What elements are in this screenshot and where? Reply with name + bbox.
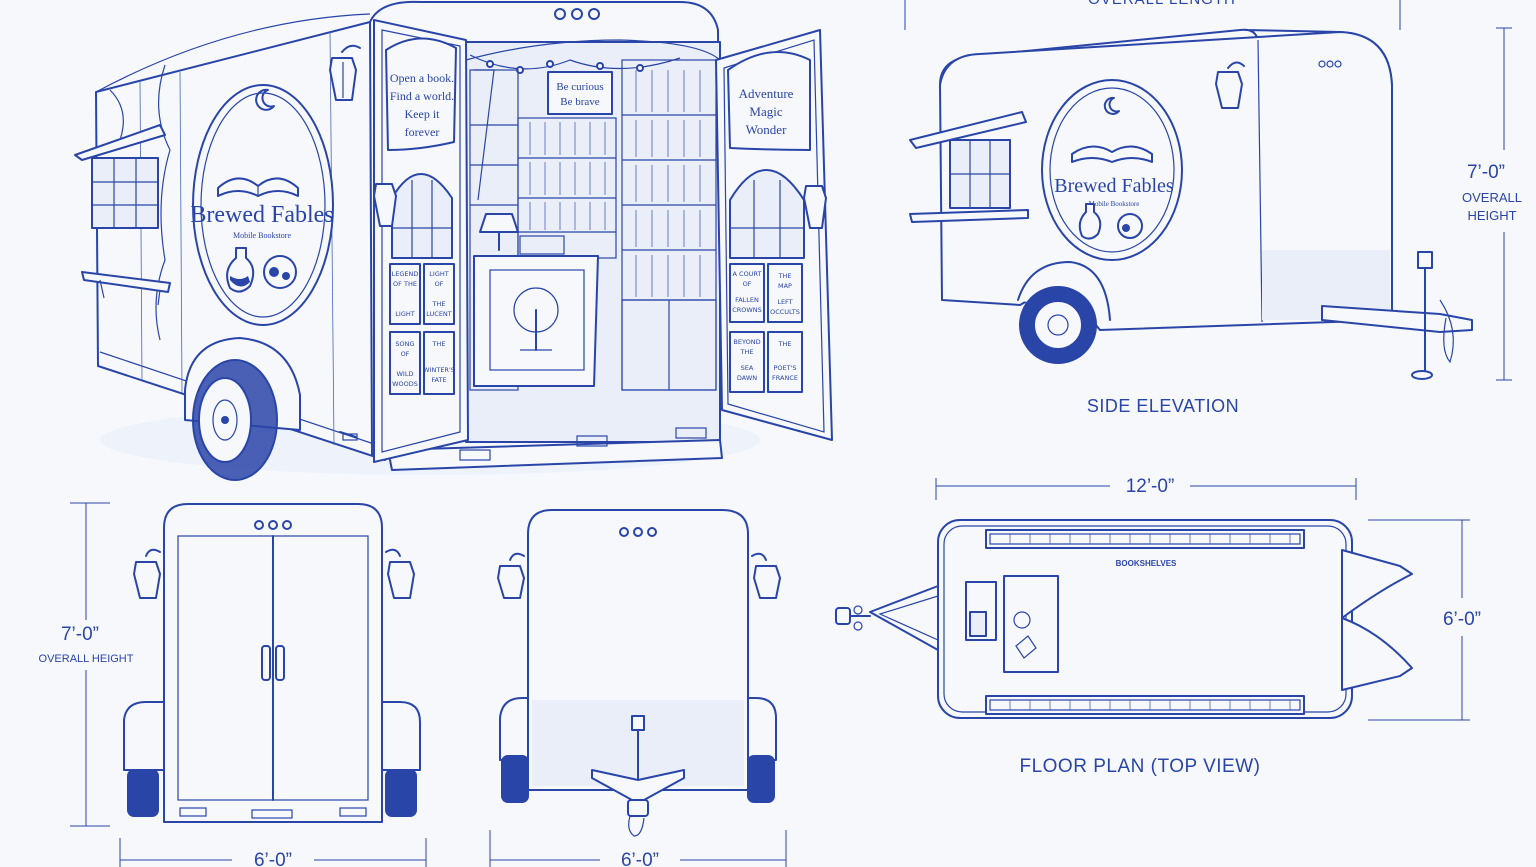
book-title-line: THE [432,300,446,308]
front-width-value: 6’-0” [621,850,659,867]
left-door-sign-line-1: Open a book. [390,71,454,85]
interior-bookshelf-right [621,59,717,391]
logo-title: Brewed Fables [1054,175,1174,197]
book-title-line: OF [435,280,444,288]
book-title-line: OF [401,350,410,358]
left-door-sign-line-3: Keep it [405,107,441,121]
interior-sign-line-1: Be curious [556,81,603,93]
right-door-sign-line-2: Magic [749,104,782,119]
tree-emblem-icon [513,287,559,351]
door-book-display-right: A COURT OF FALLEN CROWNS THE MAP LEFT OC… [729,263,803,393]
side-height-label-line-1: OVERALL [1462,190,1522,205]
book-title-line: OCCULTS [770,308,800,316]
front-width-dimension: 6’-0” [489,830,787,867]
rear-width-value: 6’-0” [254,850,292,867]
book-title-line: SONG [395,340,414,348]
right-door: Adventure Magic Wonder A COURT OF FALLEN… [675,29,833,441]
book-title-line: LIGHT [429,270,448,278]
overall-length-dimension: OVERALL LENGTH [904,0,1401,30]
book-title-line: A COURT [733,270,762,278]
rear-view: 7’-0” OVERALL HEIGHT 6’-0” [39,502,427,867]
right-door-sign-line-3: Wonder [746,122,787,137]
book-title-line: MAP [778,282,792,290]
floor-plan-view: 12’-0” BOOKSHELVES [835,476,1481,777]
overall-length-label: OVERALL LENGTH [1088,0,1236,8]
lantern-icon [1215,61,1245,109]
left-door-sign-line-4: forever [405,125,440,139]
door-book-display-left: LEGEND OF THE LIGHT LIGHT OF THE LUCENT … [389,263,455,395]
lantern-icon [803,185,827,229]
logo-subtitle: Mobile Bookstore [233,231,291,240]
book-title-line: SEA [741,364,754,372]
lantern-icon [385,548,415,599]
rear-height-label: OVERALL HEIGHT [39,653,134,665]
floor-plan-hitch [835,585,939,651]
floor-plan-caption: FLOOR PLAN (TOP VIEW) [1019,756,1260,777]
lantern-icon [373,183,397,227]
perspective-view: Brewed Fables Mobile Bookstore [74,0,833,481]
bookshelves-top [985,529,1305,549]
book-title-line: CROWNS [732,306,762,314]
book-title-line: LEGEND [392,270,419,278]
book-title-line: LEFT [777,298,792,306]
book-title-line: OF THE [393,280,417,288]
side-height-dimension: 7’-0” OVERALL HEIGHT [1462,27,1522,381]
brand-logo: Brewed Fables Mobile Bookstore [190,84,334,326]
trailer-hitch [1321,251,1473,380]
book-title-line: WINTER'S [423,366,455,374]
book-title-line: WILD [397,370,414,378]
right-door-sign-line-1: Adventure [739,86,794,101]
book-title-line: OF [743,280,752,288]
book-title-line: FALLEN [735,296,759,304]
checkout-counter [473,213,599,387]
logo-title: Brewed Fables [190,202,333,228]
bookshelves-bottom [985,695,1305,715]
book-title-line: FRANCE [772,374,798,382]
left-door-sign-line-2: Find a world. [390,89,454,103]
floor-plan-width-dimension: 6’-0” [1368,519,1481,721]
book-title-line: DAWN [737,374,757,382]
floor-plan-width-value: 6’-0” [1443,609,1481,630]
floor-plan-rear-doors [1341,549,1413,691]
side-height-label-line-2: HEIGHT [1467,208,1516,223]
floor-plan-counter [965,575,1059,673]
lantern-icon [497,552,525,599]
open-book-icon [1071,145,1153,163]
book-title-line: LIGHT [395,310,414,318]
lantern-icon [329,44,361,101]
left-door: Open a book. Find a world. Keep it forev… [373,19,469,463]
interior-sign-line-2: Be brave [560,96,600,108]
trailer-hitch [591,715,685,837]
trailer-wheel [1017,261,1111,364]
rear-height-value: 7’-0” [61,624,99,645]
side-elevation-caption: SIDE ELEVATION [1087,396,1239,416]
lantern-icon [751,552,781,599]
open-book-icon [217,177,299,197]
book-title-line: BEYOND [733,338,760,346]
front-view: 6’-0” [489,509,787,867]
book-title-line: THE [432,340,446,348]
floor-plan-length-dimension: 12’-0” [935,476,1357,500]
trailer-wheel [184,337,301,481]
bookshelves-label: BOOKSHELVES [1116,559,1177,568]
book-title-line: POET'S [773,364,796,372]
side-height-value: 7’-0” [1467,162,1505,183]
book-title-line: THE [778,340,792,348]
rear-height-dimension: 7’-0” OVERALL HEIGHT [39,502,134,827]
book-title-line: THE [778,272,792,280]
potion-bottle-icon [1078,203,1143,240]
lantern-icon [133,548,161,599]
book-title-line: LUCENT [426,310,452,318]
book-title-line: WOODS [392,380,418,388]
side-elevation-view: Brewed Fables Mobile Bookstore [909,27,1522,416]
rear-width-dimension: 6’-0” [119,838,427,867]
potion-bottle-icon [226,247,297,293]
logo-subtitle: Mobile Bookstore [1089,200,1140,208]
book-title-line: FATE [431,376,446,384]
brand-logo: Brewed Fables Mobile Bookstore [1041,79,1183,261]
floor-plan-length-value: 12’-0” [1126,476,1175,497]
book-title-line: THE [740,348,754,356]
